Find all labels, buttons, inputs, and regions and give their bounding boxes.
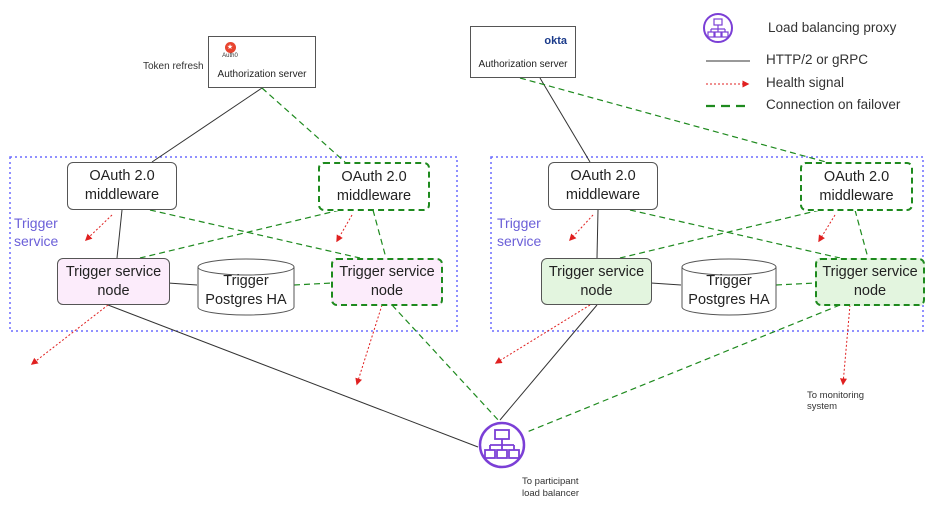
right-service-region	[490, 156, 924, 332]
left-failover-oauth-health-arrow	[336, 214, 353, 243]
left-failover-oauth-middleware: OAuth 2.0 middleware	[318, 162, 430, 211]
left-node-to-proxy-line	[107, 304, 479, 448]
legend-http-label: HTTP/2 or gRPC	[766, 52, 869, 67]
left-node-health-arrow	[30, 304, 109, 365]
right-oauth-to-node-line	[596, 209, 599, 259]
left-auth-to-failover-oauth-line	[261, 87, 346, 163]
left-failover-node-to-proxy-line	[391, 304, 501, 423]
left-trigger-service-node: Trigger service node	[57, 258, 170, 305]
right-failover-oauth-middleware: OAuth 2.0 middleware	[800, 162, 913, 211]
auth0-logo: ★ Auth0	[222, 42, 238, 59]
right-auth-to-oauth-line	[539, 77, 591, 163]
right-auth-label: Authorization server	[478, 59, 568, 70]
legend-health-label: Health signal	[766, 75, 845, 90]
left-oauth-to-failover-node-line	[149, 209, 361, 259]
left-failover-trigger-service-node: Trigger service node	[331, 258, 443, 306]
left-oauth-to-node-line	[116, 209, 123, 259]
token-refresh-label: Token refresh	[143, 61, 204, 72]
right-oauth-middleware: OAuth 2.0 middleware	[548, 162, 658, 210]
right-failover-node-to-proxy-line	[526, 304, 841, 433]
right-oauth-health-arrow	[569, 214, 594, 242]
to-participant-label: To participant load balancer	[522, 476, 580, 499]
left-service-region	[9, 156, 458, 332]
left-postgres-database: Trigger Postgres HA	[197, 258, 295, 316]
right-auth-to-failover-oauth-line	[519, 77, 827, 163]
left-oauth-middleware: OAuth 2.0 middleware	[67, 162, 177, 210]
left-node-to-postgres-line	[167, 282, 198, 286]
right-postgres-to-failover-node-line	[775, 282, 817, 286]
to-monitoring-label: To monitoring system	[807, 390, 865, 412]
right-failover-oauth-to-node-line	[619, 209, 821, 259]
load-balancer-proxy-icon	[478, 421, 526, 469]
left-service-label: Trigger service	[14, 215, 59, 249]
right-failover-trigger-service-node: Trigger service node	[815, 258, 925, 306]
right-failover-oauth-to-failover-node-line	[854, 209, 869, 259]
left-failover-oauth-to-node-line	[139, 209, 341, 259]
right-failover-oauth-health-arrow	[818, 214, 836, 243]
left-oauth-health-arrow	[84, 214, 113, 241]
right-node-health-arrow	[494, 304, 591, 364]
database-icon	[197, 258, 295, 316]
right-service-label: Trigger service	[497, 215, 542, 249]
left-auth-label: Authorization server	[217, 69, 307, 80]
right-authorization-server: okta Authorization server	[470, 26, 576, 78]
right-trigger-service-node: Trigger service node	[541, 258, 652, 305]
left-failover-oauth-to-failover-node-line	[372, 209, 387, 259]
left-postgres-label: Trigger Postgres HA	[205, 273, 287, 308]
left-failover-node-health-arrow	[355, 304, 383, 386]
right-oauth-to-failover-node-line	[629, 209, 841, 259]
right-node-to-postgres-line	[650, 282, 682, 286]
left-authorization-server: ★ Auth0 Authorization server	[208, 36, 316, 88]
database-icon	[681, 258, 777, 316]
right-failover-node-health-arrow	[840, 304, 851, 386]
legend-failover-label: Connection on failover	[766, 97, 901, 112]
okta-logo: okta	[544, 35, 567, 47]
right-postgres-label: Trigger Postgres HA	[688, 273, 770, 308]
star-icon: ★	[224, 42, 236, 53]
right-postgres-database: Trigger Postgres HA	[681, 258, 777, 316]
left-auth-to-oauth-line	[151, 87, 263, 163]
right-node-to-proxy-line	[499, 304, 598, 421]
legend-proxy-label: Load balancing proxy	[768, 20, 897, 35]
legend-proxy-icon	[703, 13, 733, 43]
left-postgres-to-failover-node-line	[293, 282, 333, 286]
